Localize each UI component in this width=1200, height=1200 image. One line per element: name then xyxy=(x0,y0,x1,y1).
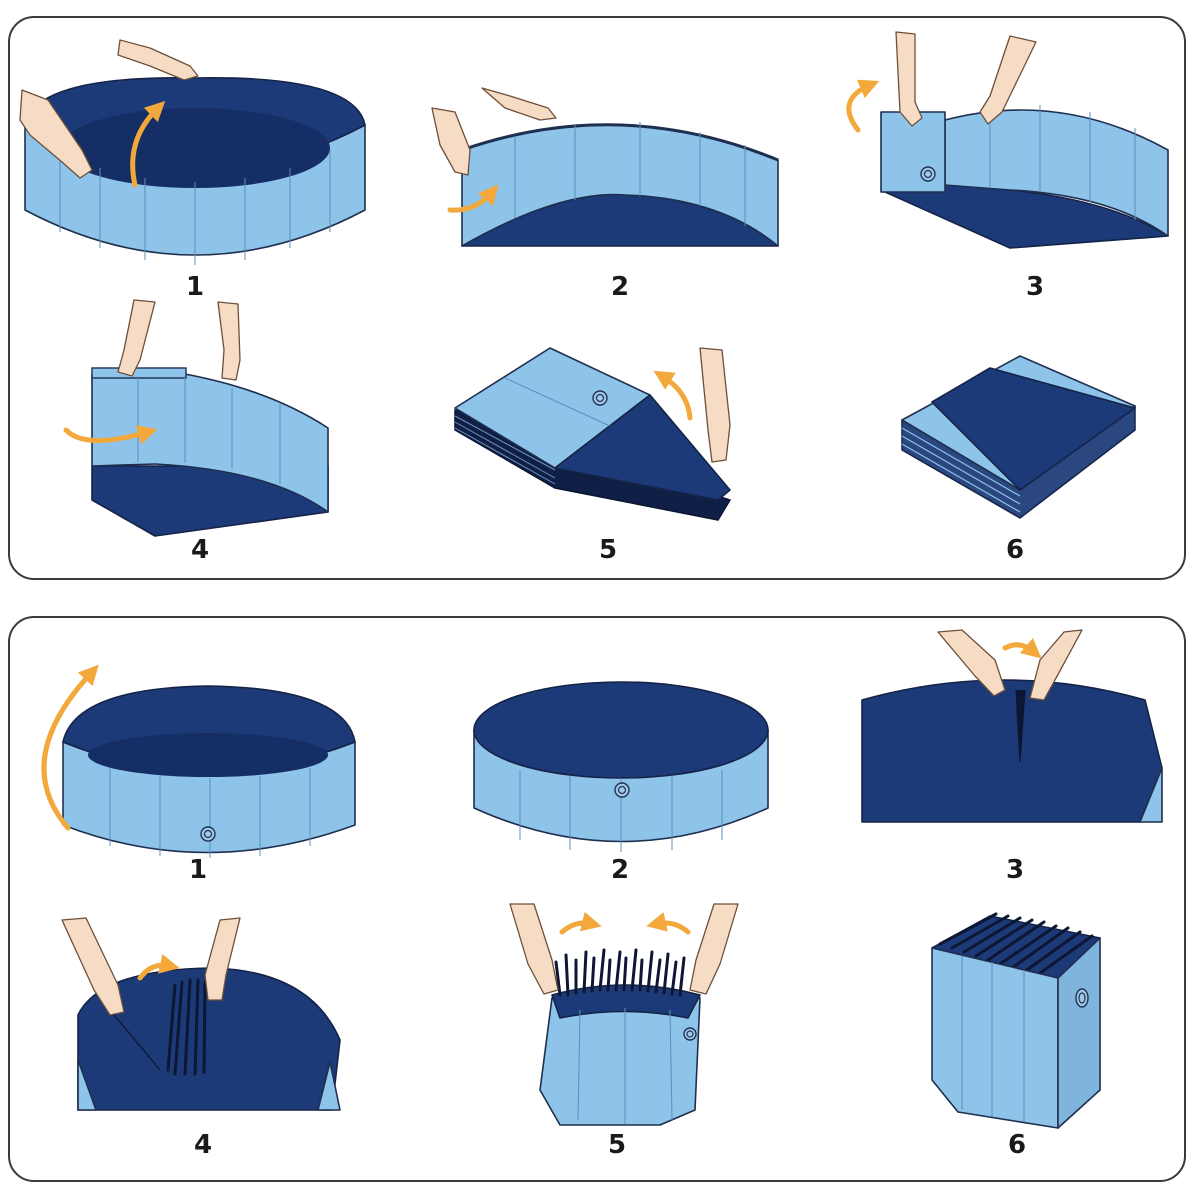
step-number-a5: 5 xyxy=(598,535,618,565)
curved-arrow-icon xyxy=(447,184,499,213)
illustration-b3-pinch-pleat xyxy=(861,629,1163,823)
hand-icon xyxy=(937,629,1006,697)
step-number-a6: 6 xyxy=(1005,535,1025,565)
valve-icon xyxy=(592,390,608,406)
hand-icon xyxy=(19,89,93,179)
hand-icon xyxy=(979,35,1037,125)
curved-arrow-icon xyxy=(653,370,693,421)
hand-icon xyxy=(217,301,241,381)
step-number-b3: 3 xyxy=(1005,855,1025,885)
curved-arrow-icon xyxy=(846,79,880,133)
illustration-b2-flipped-pool xyxy=(473,681,769,852)
illustration-a4-folded-wall xyxy=(63,299,329,537)
curved-arrow-icon xyxy=(137,954,180,981)
hand-icon xyxy=(61,917,125,1016)
curved-arrow-icon xyxy=(41,664,99,831)
curved-arrow-icon xyxy=(646,912,691,935)
curved-arrow-icon xyxy=(63,425,158,445)
step-number-b2: 2 xyxy=(610,855,630,885)
hand-icon xyxy=(1029,629,1083,701)
hand-icon xyxy=(689,903,739,995)
hand-icon xyxy=(699,347,731,463)
hand-icon xyxy=(509,903,559,995)
hand-icon xyxy=(117,39,199,81)
step-number-b4: 4 xyxy=(193,1130,213,1160)
valve-icon xyxy=(683,1027,697,1041)
step-number-b1: 1 xyxy=(188,855,208,885)
step-number-a4: 4 xyxy=(190,535,210,565)
valve-icon xyxy=(200,826,216,842)
illustration-b5-pleats-gathered xyxy=(509,903,739,1126)
hand-icon xyxy=(204,917,241,1001)
illustration-a5-folded-stack xyxy=(454,347,732,521)
valve-icon xyxy=(1075,988,1089,1008)
illustration-b6-folded-cube xyxy=(931,912,1101,1129)
fold-method-panel-bottom xyxy=(8,616,1186,1182)
fold-method-panel-top xyxy=(8,16,1186,580)
step-number-a1: 1 xyxy=(185,272,205,302)
curved-arrow-icon xyxy=(559,911,602,935)
hand-icon xyxy=(117,299,156,377)
illustration-a2-half-folded xyxy=(431,87,779,247)
curved-arrow-icon xyxy=(130,101,166,188)
valve-icon xyxy=(920,166,936,182)
illustration-a1-open-pool xyxy=(19,39,366,265)
hand-icon xyxy=(431,107,471,176)
hand-icon xyxy=(481,87,557,121)
illustration-b1-open-pool xyxy=(41,664,356,858)
illustration-b4-gather-pleats xyxy=(61,917,341,1111)
illustration-a6-folded-square xyxy=(901,355,1136,519)
step-number-a3: 3 xyxy=(1025,272,1045,302)
step-number-b5: 5 xyxy=(607,1130,627,1160)
curved-arrow-icon xyxy=(1002,637,1042,659)
step-number-b6: 6 xyxy=(1007,1130,1027,1160)
step-number-a2: 2 xyxy=(610,272,630,302)
valve-icon xyxy=(614,782,630,798)
illustration-a3-quarter-folded xyxy=(846,31,1169,249)
hand-icon xyxy=(895,31,923,127)
